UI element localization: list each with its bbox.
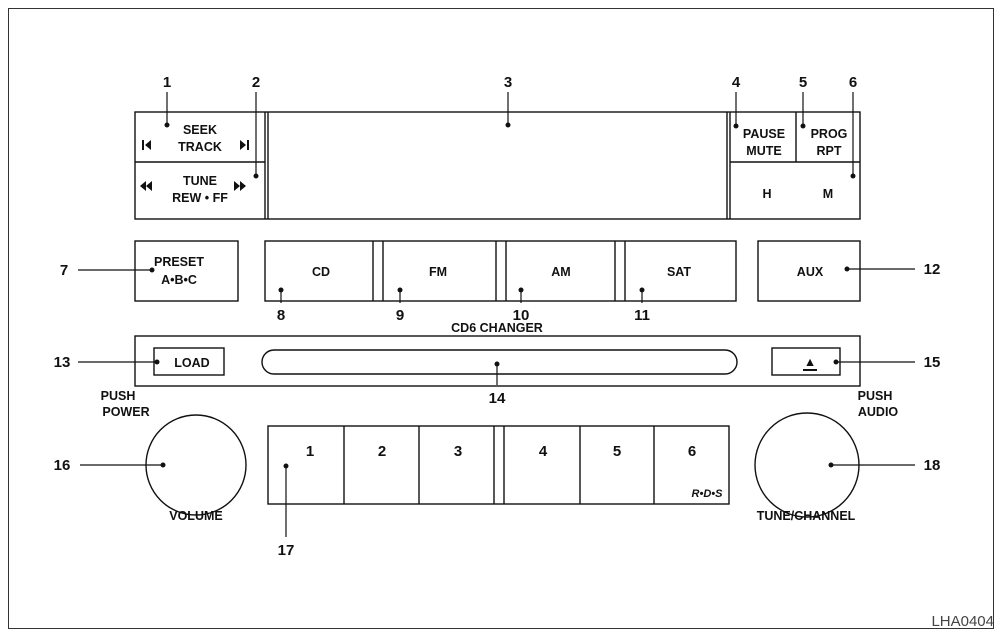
callout-17: 17 bbox=[278, 542, 295, 559]
top-panel bbox=[134, 111, 861, 220]
skip-back-icon bbox=[142, 140, 151, 150]
preset-4-button[interactable]: 4 bbox=[539, 443, 548, 460]
rewind-icon bbox=[140, 181, 152, 191]
leader-dots bbox=[149, 122, 856, 469]
seek-label: SEEK bbox=[183, 123, 217, 137]
mute-label: MUTE bbox=[746, 144, 781, 158]
callout-14: 14 bbox=[489, 390, 506, 407]
figure-code: LHA0404 bbox=[931, 613, 994, 630]
fm-button[interactable]: FM bbox=[429, 265, 447, 279]
preset-5-button[interactable]: 5 bbox=[613, 443, 621, 460]
figure-frame bbox=[8, 8, 994, 629]
abc-label: A•B•C bbox=[161, 273, 197, 287]
tune-channel-label: TUNE/CHANNEL bbox=[757, 509, 856, 523]
track-label: TRACK bbox=[178, 140, 222, 154]
callout-18: 18 bbox=[924, 457, 941, 474]
callout-16: 16 bbox=[54, 457, 71, 474]
callout-15: 15 bbox=[924, 354, 941, 371]
rew-ff-label: REW • FF bbox=[172, 191, 228, 205]
callout-11: 11 bbox=[634, 307, 650, 324]
callout-2: 2 bbox=[252, 74, 260, 91]
load-label: LOAD bbox=[174, 356, 209, 370]
callout-9: 9 bbox=[396, 307, 404, 324]
callout-13: 13 bbox=[54, 354, 71, 371]
aux-button[interactable] bbox=[757, 240, 861, 302]
callout-1: 1 bbox=[163, 74, 171, 91]
source-button-group bbox=[264, 240, 737, 302]
callout-12: 12 bbox=[924, 261, 941, 278]
callout-4: 4 bbox=[732, 74, 741, 91]
cd-slot bbox=[261, 349, 738, 375]
am-button[interactable]: AM bbox=[551, 265, 570, 279]
volume-label: VOLUME bbox=[169, 509, 222, 523]
callout-6: 6 bbox=[849, 74, 857, 91]
preset-button[interactable] bbox=[134, 240, 239, 302]
callout-7: 7 bbox=[60, 262, 68, 279]
preset-label: PRESET bbox=[154, 255, 204, 269]
cd-changer-panel bbox=[134, 335, 861, 387]
skip-forward-icon bbox=[240, 140, 249, 150]
arrow-icons bbox=[140, 140, 249, 191]
callout-5: 5 bbox=[799, 74, 807, 91]
sat-button[interactable]: SAT bbox=[667, 265, 691, 279]
preset-2-button[interactable]: 2 bbox=[378, 443, 386, 460]
rds-label: R•D•S bbox=[692, 488, 724, 500]
minute-button[interactable]: M bbox=[823, 187, 833, 201]
aux-label: AUX bbox=[797, 265, 824, 279]
pause-label: PAUSE bbox=[743, 127, 785, 141]
leader-lines bbox=[78, 92, 915, 537]
hour-button[interactable]: H bbox=[762, 187, 771, 201]
cd6-changer-label: CD6 CHANGER bbox=[451, 321, 543, 335]
cd-button[interactable]: CD bbox=[312, 265, 330, 279]
preset-3-button[interactable]: 3 bbox=[454, 443, 462, 460]
fast-forward-icon bbox=[234, 181, 246, 191]
preset-1-button[interactable]: 1 bbox=[306, 443, 314, 460]
audio-label: AUDIO bbox=[858, 405, 899, 419]
push-label-right: PUSH bbox=[858, 389, 893, 403]
preset-6-button[interactable]: 6 bbox=[688, 443, 696, 460]
eject-icon: ▲ bbox=[804, 355, 816, 369]
callout-3: 3 bbox=[504, 74, 512, 91]
push-label-left: PUSH bbox=[101, 389, 136, 403]
tune-label: TUNE bbox=[183, 174, 217, 188]
rpt-label: RPT bbox=[817, 144, 842, 158]
callout-10: 10 bbox=[513, 307, 530, 324]
preset-bank bbox=[267, 425, 730, 505]
prog-label: PROG bbox=[811, 127, 848, 141]
power-label: POWER bbox=[102, 405, 149, 419]
callout-8: 8 bbox=[277, 307, 285, 324]
